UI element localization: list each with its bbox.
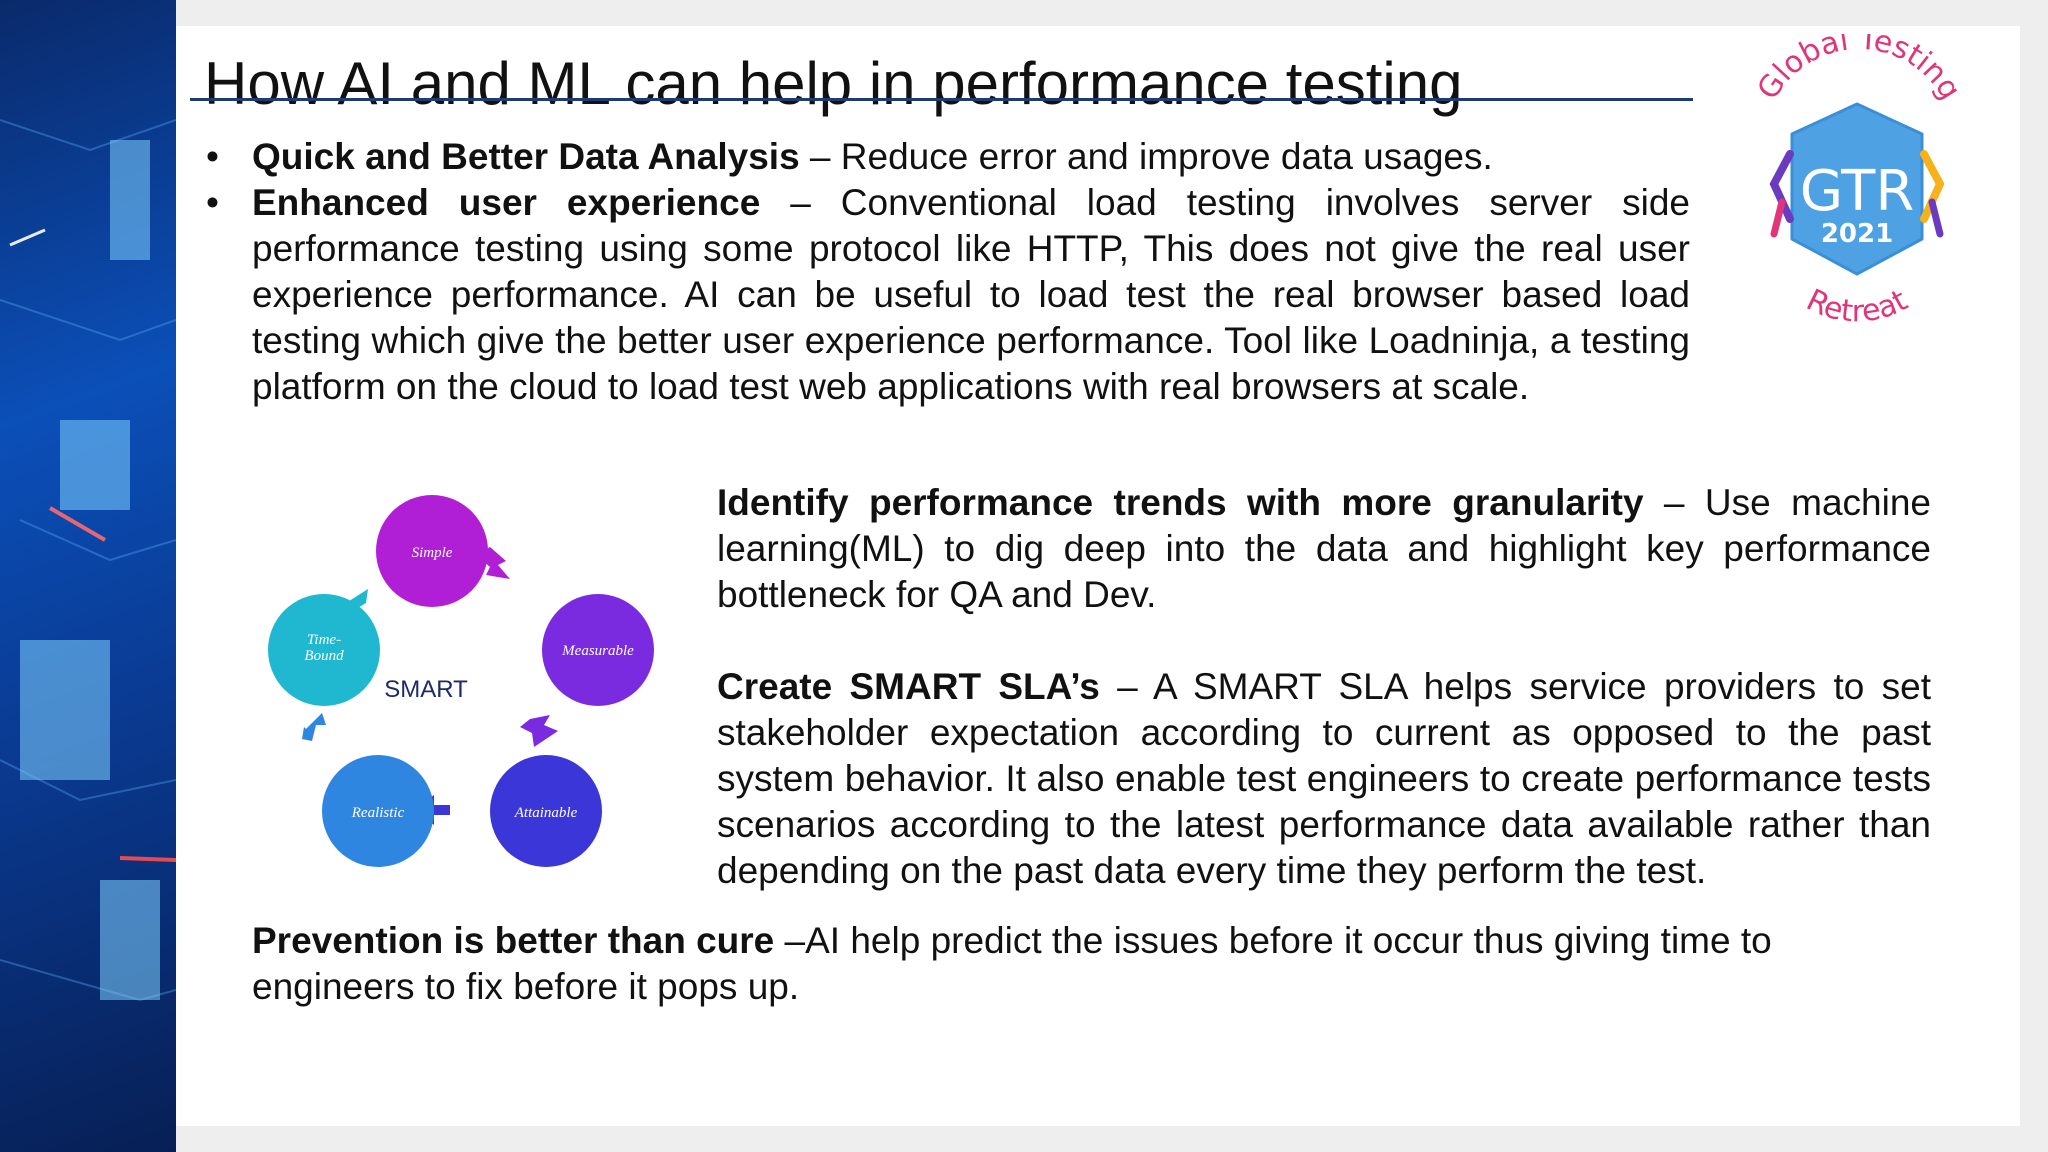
bullet-heading: Quick and Better Data Analysis [252,136,800,177]
smart-node-time-bound: Time- Bound [268,594,380,706]
gtr-2021-logo: Global Testing GTR 2021 Retreat [1751,34,1968,330]
section-heading: Prevention is better than cure [252,920,775,961]
bullet-heading: Enhanced user experience [252,182,761,223]
svg-text:Simple: Simple [412,545,453,561]
section-prevention: Prevention is better than cure –AI help … [252,918,1812,1010]
bullet-text: – Conventional load testing involves ser… [252,182,1690,407]
side-decorative-banner [0,0,176,1152]
slide: How AI and ML can help in performance te… [176,26,2020,1126]
logo-arc-top: Global Testing [1751,34,1968,106]
bullet-marker: • [206,182,219,223]
logo-arc-bottom: Retreat [1801,283,1914,330]
circuit-pattern-image [0,119,176,1002]
smart-node-measurable: Measurable [542,594,654,706]
svg-text:Realistic: Realistic [351,805,405,821]
smart-cycle-diagram: Simple Measurable Attainable Realistic T… [268,495,654,867]
smart-node-realistic: Realistic [322,755,434,867]
section-heading: Identify performance trends with more gr… [717,482,1644,523]
section-text: – A SMART SLA helps service providers to… [717,666,1931,891]
svg-text:Measurable: Measurable [561,643,634,659]
slide-title: How AI and ML can help in performance te… [204,50,1463,117]
cycle-arrow [520,715,558,747]
section-heading: Create SMART SLA’s [717,666,1100,707]
svg-text:Bound: Bound [304,648,344,664]
section-text: –AI help predict the issues before it oc… [252,920,1772,1007]
title-underline [190,98,1693,101]
svg-text:Attainable: Attainable [514,805,578,821]
section-performance-trends: Identify performance trends with more gr… [717,480,1931,618]
section-text: – Use machine learning(ML) to dig deep i… [717,482,1931,615]
logo-hexagon [1790,102,1924,276]
logo-year: 2021 [1821,219,1893,249]
smart-node-simple: Simple [376,495,488,607]
cycle-arrow [302,713,326,741]
section-smart-sla: Create SMART SLA’s – A SMART SLA helps s… [717,664,1931,894]
logo-name: GTR [1800,159,1915,224]
bullet-text: – Reduce error and improve data usages. [799,136,1493,177]
smart-center-label: SMART [384,676,468,703]
smart-node-attainable: Attainable [490,755,602,867]
bullet-enhanced-user-experience: Enhanced user experience – Conventional … [252,180,1690,410]
svg-text:Time-: Time- [307,632,341,648]
bullet-quick-data-analysis: Quick and Better Data Analysis – Reduce … [252,134,1690,180]
bullet-marker: • [206,136,219,177]
